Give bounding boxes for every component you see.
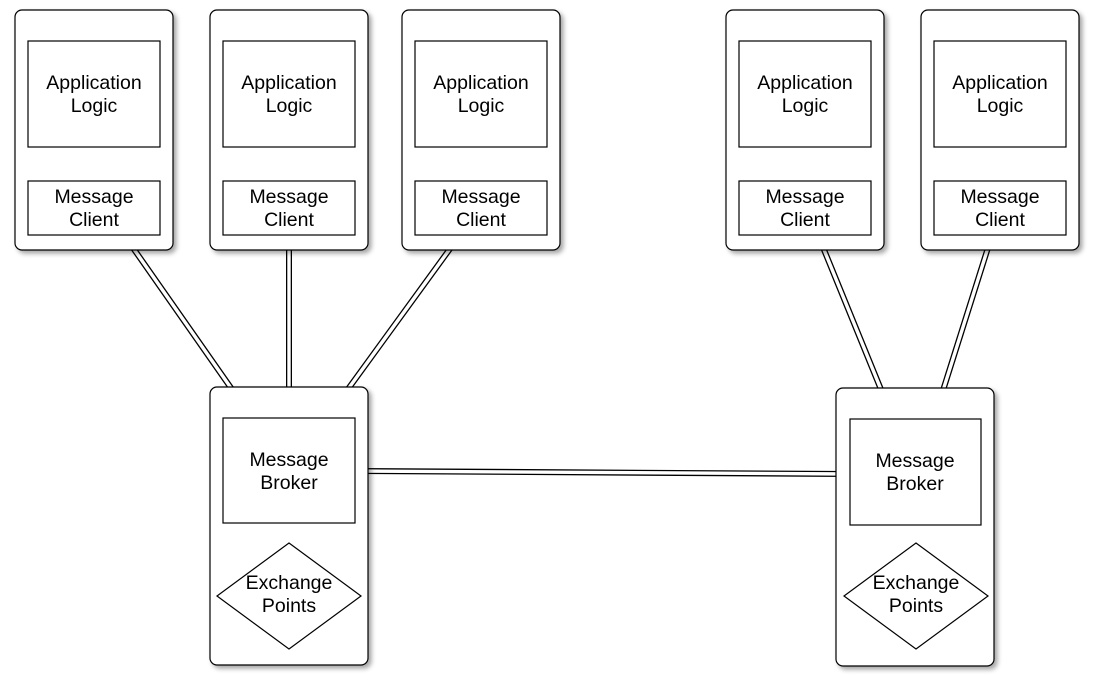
application-logic-label: Application <box>46 72 141 94</box>
message-broker-label: Message <box>875 450 954 472</box>
connectors <box>121 233 995 477</box>
message-client-box <box>414 180 548 236</box>
exchange-points-label: Points <box>889 595 943 617</box>
message-client-label: Client <box>69 209 119 231</box>
client-node-3: Application Logic Message Client <box>401 9 561 251</box>
client-node-5: Application Logic Message Client <box>920 9 1080 251</box>
application-logic-box <box>27 40 161 148</box>
application-logic-label: Application <box>757 72 852 94</box>
client-node-2: Application Logic Message Client <box>209 9 369 251</box>
message-broker-label: Broker <box>260 472 318 494</box>
message-client-label: Client <box>780 209 830 231</box>
application-logic-label: Logic <box>782 95 829 117</box>
application-logic-label: Application <box>433 72 528 94</box>
client-node-4: Application Logic Message Client <box>725 9 885 251</box>
application-logic-box <box>933 40 1067 148</box>
application-logic-label: Logic <box>266 95 313 117</box>
message-broker-label: Message <box>249 449 328 471</box>
exchange-points-diamond <box>215 542 363 650</box>
application-logic-box <box>414 40 548 148</box>
broker-node-1: Message Broker Exchange Points <box>209 386 369 666</box>
application-logic-label: Logic <box>458 95 505 117</box>
message-client-label: Message <box>249 186 328 208</box>
link-broker-1-broker-2 <box>354 468 851 477</box>
message-client-label: Message <box>54 186 133 208</box>
application-logic-label: Logic <box>71 95 118 117</box>
message-client-box <box>27 180 161 236</box>
application-logic-label: Logic <box>977 95 1024 117</box>
message-broker-label: Broker <box>886 473 944 495</box>
client-node-1: Application Logic Message Client <box>14 9 174 251</box>
message-client-label: Client <box>456 209 506 231</box>
application-logic-label: Application <box>241 72 336 94</box>
message-client-label: Message <box>441 186 520 208</box>
application-logic-label: Application <box>952 72 1047 94</box>
application-logic-box <box>222 40 356 148</box>
exchange-points-label: Exchange <box>873 572 960 594</box>
message-client-label: Message <box>765 186 844 208</box>
application-logic-box <box>738 40 872 148</box>
message-broker-box <box>222 417 356 524</box>
message-client-box <box>222 180 356 236</box>
exchange-points-diamond <box>842 542 990 650</box>
message-client-label: Client <box>264 209 314 231</box>
message-client-label: Client <box>975 209 1025 231</box>
exchange-points-label: Exchange <box>246 572 333 594</box>
exchange-points-label: Points <box>262 595 316 617</box>
message-broker-box <box>849 418 982 526</box>
message-client-box <box>738 180 872 236</box>
message-client-label: Message <box>960 186 1039 208</box>
broker-node-2: Message Broker Exchange Points <box>835 387 995 667</box>
message-client-box <box>933 180 1067 236</box>
